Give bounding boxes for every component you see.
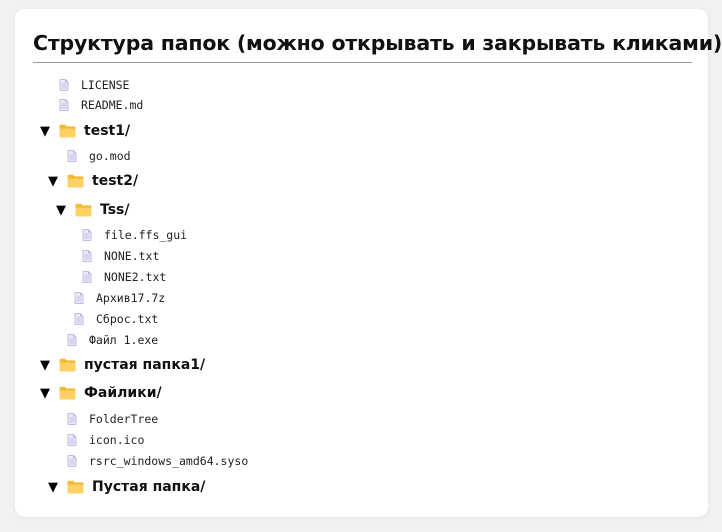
file-icon bbox=[82, 250, 92, 262]
folder-item-test2[interactable]: ▼ test2/ bbox=[48, 170, 138, 192]
folder-icon bbox=[59, 358, 76, 372]
folder-icon bbox=[59, 386, 76, 400]
file-name: FolderTree bbox=[89, 412, 159, 426]
collapse-toggle-icon[interactable]: ▼ bbox=[40, 123, 50, 139]
file-item-license[interactable]: LICENSE bbox=[59, 76, 129, 94]
file-name: Сброс.txt bbox=[96, 312, 159, 326]
file-name: Архив17.7z bbox=[96, 291, 166, 305]
folder-name: Файлики/ bbox=[84, 385, 162, 401]
folder-tree-card: Структура папок (можно открывать и закры… bbox=[15, 9, 722, 517]
folder-item-tss[interactable]: ▼ Tss/ bbox=[56, 199, 129, 221]
folder-item-empty-folder1[interactable]: ▼ пустая папка1/ bbox=[40, 354, 205, 376]
folder-item-empty-folder[interactable]: ▼ Пустая папка/ bbox=[48, 476, 205, 498]
file-item-go-mod[interactable]: go.mod bbox=[67, 147, 131, 165]
file-icon bbox=[59, 79, 69, 91]
file-name: rsrc_windows_amd64.syso bbox=[89, 454, 249, 468]
file-name: README.md bbox=[81, 98, 144, 112]
file-item-none-txt[interactable]: NONE.txt bbox=[82, 247, 159, 265]
file-item-readme[interactable]: README.md bbox=[59, 96, 143, 114]
collapse-toggle-icon[interactable]: ▼ bbox=[40, 385, 50, 401]
folder-icon bbox=[75, 203, 92, 217]
folder-item-test1[interactable]: ▼ test1/ bbox=[40, 120, 130, 142]
file-item-rsrc-syso[interactable]: rsrc_windows_amd64.syso bbox=[67, 452, 248, 470]
file-name: LICENSE bbox=[81, 78, 130, 92]
folder-name: пустая папка1/ bbox=[84, 357, 206, 373]
collapse-toggle-icon[interactable]: ▼ bbox=[40, 357, 50, 373]
folder-name: test2/ bbox=[92, 173, 139, 189]
file-item-folder-tree[interactable]: FolderTree bbox=[67, 410, 158, 428]
file-icon bbox=[67, 150, 77, 162]
file-icon bbox=[67, 455, 77, 467]
file-icon bbox=[74, 292, 84, 304]
file-icon bbox=[67, 434, 77, 446]
page-title: Структура папок (можно открывать и закры… bbox=[33, 31, 722, 55]
title-divider bbox=[33, 62, 692, 63]
folder-name: test1/ bbox=[84, 123, 131, 139]
file-item-icon-ico[interactable]: icon.ico bbox=[67, 431, 144, 449]
folder-item-files[interactable]: ▼ Файлики/ bbox=[40, 382, 162, 404]
file-icon bbox=[82, 229, 92, 241]
folder-name: Tss/ bbox=[100, 202, 130, 218]
collapse-toggle-icon[interactable]: ▼ bbox=[56, 202, 66, 218]
file-icon bbox=[74, 313, 84, 325]
folder-icon bbox=[67, 174, 84, 188]
collapse-toggle-icon[interactable]: ▼ bbox=[48, 173, 58, 189]
file-item-reset-txt[interactable]: Сброс.txt bbox=[74, 310, 158, 328]
file-item-file1-exe[interactable]: Файл 1.exe bbox=[67, 331, 158, 349]
folder-name: Пустая папка/ bbox=[92, 479, 206, 495]
file-name: NONE.txt bbox=[104, 249, 160, 263]
file-icon bbox=[67, 334, 77, 346]
file-name: go.mod bbox=[89, 149, 131, 163]
collapse-toggle-icon[interactable]: ▼ bbox=[48, 479, 58, 495]
file-name: NONE2.txt bbox=[104, 270, 167, 284]
file-item-archive[interactable]: Архив17.7z bbox=[74, 289, 165, 307]
file-item-file-ffs-gui[interactable]: file.ffs_gui bbox=[82, 226, 187, 244]
file-icon bbox=[67, 413, 77, 425]
file-name: icon.ico bbox=[89, 433, 145, 447]
file-name: file.ffs_gui bbox=[104, 228, 188, 242]
folder-icon bbox=[59, 124, 76, 138]
file-icon bbox=[59, 99, 69, 111]
file-name: Файл 1.exe bbox=[89, 333, 159, 347]
folder-icon bbox=[67, 480, 84, 494]
file-icon bbox=[82, 271, 92, 283]
file-item-none2-txt[interactable]: NONE2.txt bbox=[82, 268, 166, 286]
